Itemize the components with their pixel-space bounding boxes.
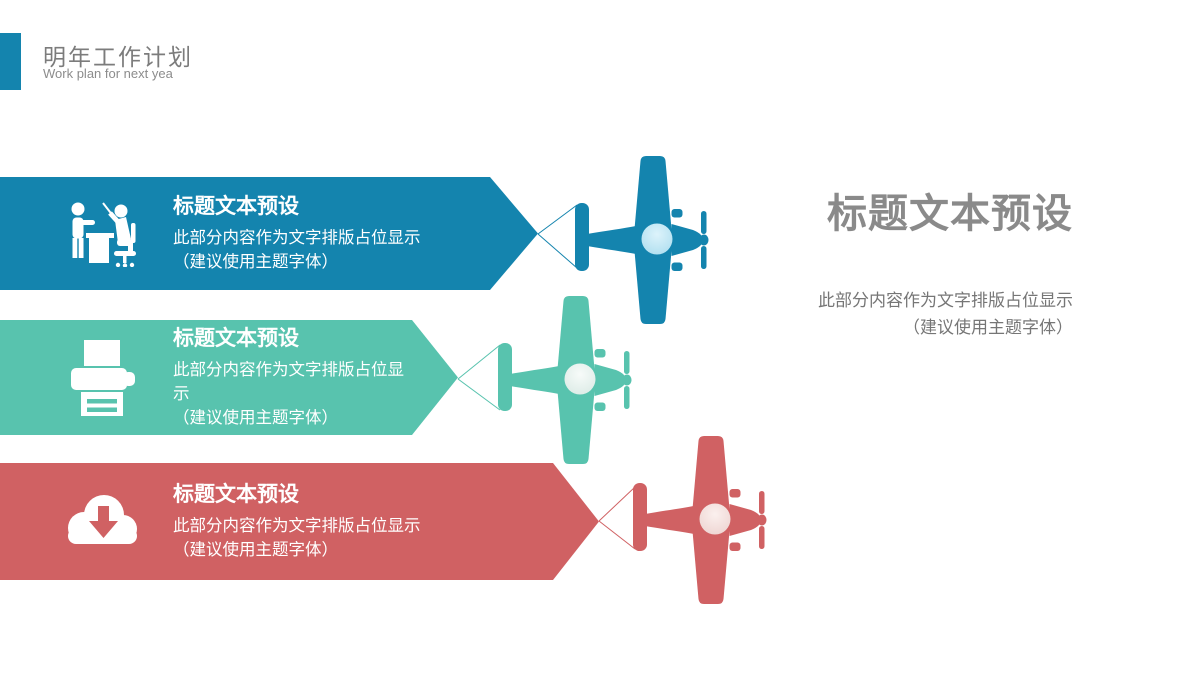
banner-line2: （建议使用主题字体）	[173, 253, 338, 271]
section-description-line1: 此部分内容作为文字排版占位显示	[818, 291, 1073, 310]
banner-line2: （建议使用主题字体）	[173, 409, 338, 427]
section-title: 标题文本预设	[827, 192, 1073, 236]
banner-line1: 此部分内容作为文字排版占位显示	[173, 229, 421, 247]
page-subtitle: Work plan for next yea	[43, 66, 173, 81]
banner-red: 标题文本预设 此部分内容作为文字排版占位显示 （建议使用主题字体）	[0, 463, 599, 580]
banner-title: 标题文本预设	[173, 326, 299, 350]
banner-line1: 此部分内容作为文字排版占位显示	[173, 517, 421, 535]
section-description-line2: （建议使用主题字体）	[903, 318, 1073, 337]
meeting-desk-icon	[60, 201, 144, 267]
banner-title: 标题文本预设	[173, 194, 299, 218]
banner-blue: 标题文本预设 此部分内容作为文字排版占位显示 （建议使用主题字体）	[0, 177, 538, 290]
header-accent-bar	[0, 33, 21, 90]
banner-line1: 此部分内容作为文字排版占位显示	[173, 361, 404, 403]
banner-title: 标题文本预设	[173, 482, 299, 506]
section-description: 此部分内容作为文字排版占位显示 （建议使用主题字体）	[818, 287, 1073, 341]
page-title: 明年工作计划	[43, 44, 193, 70]
airplane-green	[498, 296, 632, 464]
airplane-red	[633, 436, 767, 604]
airplane-blue	[575, 156, 709, 324]
banner-line2: （建议使用主题字体）	[173, 541, 338, 559]
cloud-download-icon	[60, 488, 144, 556]
printer-icon	[60, 339, 144, 416]
banner-green: 标题文本预设 此部分内容作为文字排版占位显示 （建议使用主题字体）	[0, 320, 458, 435]
